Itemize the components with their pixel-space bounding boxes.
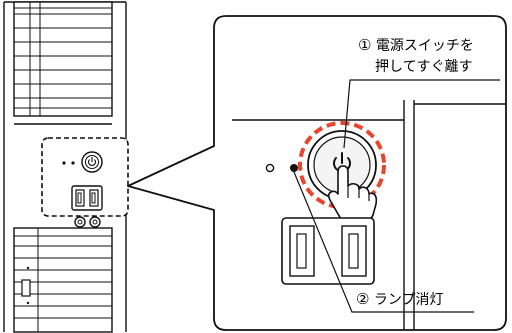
pc-tower (3, 1, 127, 333)
step2-text: ランプ消灯 (373, 292, 444, 308)
drive-slot (21, 279, 31, 297)
callout-leader-2 (293, 171, 474, 313)
callout-leader-1 (343, 79, 500, 149)
pointing-hand-icon (327, 165, 378, 225)
tower-power-icon (87, 159, 97, 166)
tower-front-panel (62, 151, 103, 228)
tower-led-2 (71, 161, 75, 165)
zoomed-panel (232, 100, 506, 330)
power-button (298, 121, 386, 209)
status-led (265, 163, 275, 173)
upper-vent-grill (14, 2, 112, 116)
step2-label: ② ランプ消灯 (356, 290, 444, 309)
step1-number: ① (358, 36, 372, 54)
highlight-ring (298, 121, 386, 209)
zoom-region-marker (41, 137, 129, 217)
step1-label-line1: ① 電源スイッチを (358, 36, 474, 55)
step2-number: ② (356, 290, 370, 308)
power-lamp (290, 164, 298, 172)
step1-text-1: 電源スイッチを (375, 38, 474, 54)
step1-text-2: 押してすぐ離す (375, 59, 473, 75)
usb-ports (281, 217, 375, 285)
tower-led-1 (62, 161, 66, 165)
